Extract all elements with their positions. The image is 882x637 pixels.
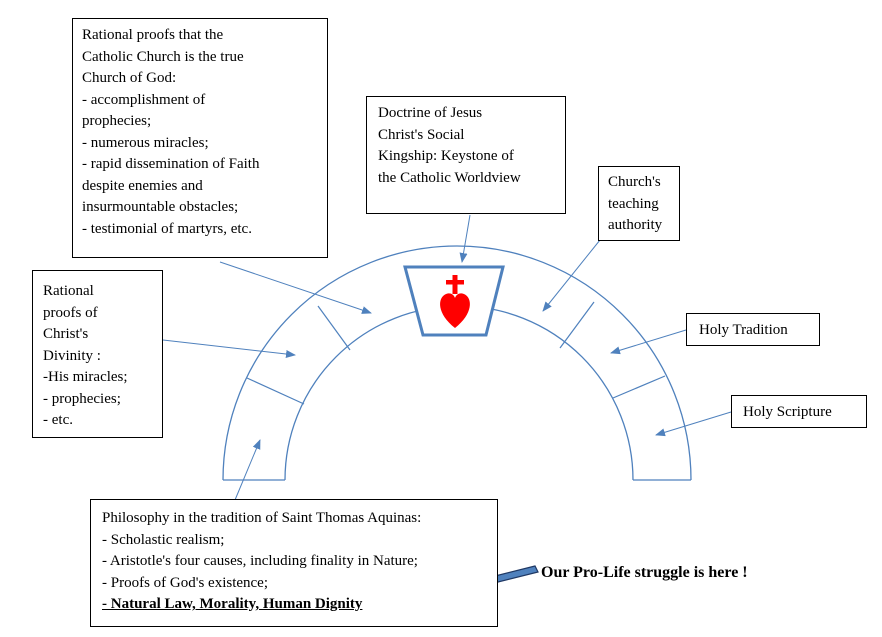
box-line: - testimonial of martyrs, etc. <box>82 220 252 237</box>
divinity-proofs-box: Rational proofs of Christ's Divinity : -… <box>32 270 163 438</box>
natural-law-emphasis: - Natural Law, Morality, Human Dignity <box>102 596 363 612</box>
pro-life-callout: Our Pro-Life struggle is here ! <box>541 564 748 582</box>
box-line: teaching <box>608 195 659 212</box>
teaching-authority-box: Church's teaching authority <box>598 166 680 241</box>
box-line: Holy Tradition <box>699 322 788 338</box>
box-line: authority <box>608 217 663 233</box>
box-line: Church of God: <box>82 70 177 86</box>
arrow-church-proofs <box>219 261 372 314</box>
voussoir-divider <box>246 377 305 405</box>
box-line: - etc. <box>43 412 73 428</box>
box-line: Church's <box>608 174 661 190</box>
box-line: the Catholic Worldview <box>378 169 521 186</box>
box-line: Christ's <box>43 326 89 342</box>
box-line: Rational <box>43 283 94 299</box>
holy-tradition-box: Holy Tradition <box>686 313 820 346</box>
voussoir-divider <box>559 301 595 349</box>
arrow-philosophy <box>234 439 261 501</box>
kingship-box: Doctrine of Jesus Christ's Social Kingsh… <box>366 96 566 214</box>
box-line: Doctrine of Jesus <box>378 105 483 121</box>
arch <box>222 245 692 481</box>
box-line: Catholic Church is the true <box>82 48 244 65</box>
box-line: Philosophy in the tradition of Saint Tho… <box>102 510 422 526</box>
arrow-kingship <box>459 214 471 263</box>
box-line: - rapid dissemination of Faith <box>82 156 260 172</box>
keystone <box>403 265 505 337</box>
box-line: - prophecies; <box>43 390 121 407</box>
voussoir-divider <box>317 305 351 351</box>
arrow-teaching <box>542 239 601 312</box>
arrow-divinity <box>162 339 296 358</box>
box-line: proofs of <box>43 304 98 321</box>
holy-scripture-box: Holy Scripture <box>731 395 867 428</box>
connector-arrows <box>162 214 732 501</box>
voussoir-divider <box>612 375 666 399</box>
box-line: insurmountable obstacles; <box>82 199 239 215</box>
arrow-scripture <box>655 411 732 437</box>
arch-outer-edge <box>222 245 692 481</box>
box-line: - Proofs of God's existence; <box>102 574 269 591</box>
box-line: - accomplishment of <box>82 91 206 108</box>
box-line: Christ's Social <box>378 126 465 143</box>
box-line: - Aristotle's four causes, including fin… <box>102 553 418 569</box>
philosophy-box: Philosophy in the tradition of Saint Tho… <box>90 499 498 627</box>
box-line: - Scholastic realism; <box>102 531 225 548</box>
sacred-heart-icon <box>440 275 470 328</box>
box-line: Divinity : <box>43 347 101 364</box>
box-line: despite enemies and <box>82 177 203 194</box>
box-line: Kingship: Keystone of <box>378 148 514 164</box>
box-line: Holy Scripture <box>743 404 832 420</box>
box-line: Rational proofs that the <box>82 27 224 43</box>
church-proofs-box: Rational proofs that the Catholic Church… <box>72 18 328 258</box>
box-line: - numerous miracles; <box>82 134 209 151</box>
box-line: -His miracles; <box>43 369 128 385</box>
arrow-tradition <box>610 329 687 355</box>
pro-life-callout-text: Our Pro-Life struggle is here ! <box>541 564 748 581</box>
box-line: prophecies; <box>82 113 152 129</box>
